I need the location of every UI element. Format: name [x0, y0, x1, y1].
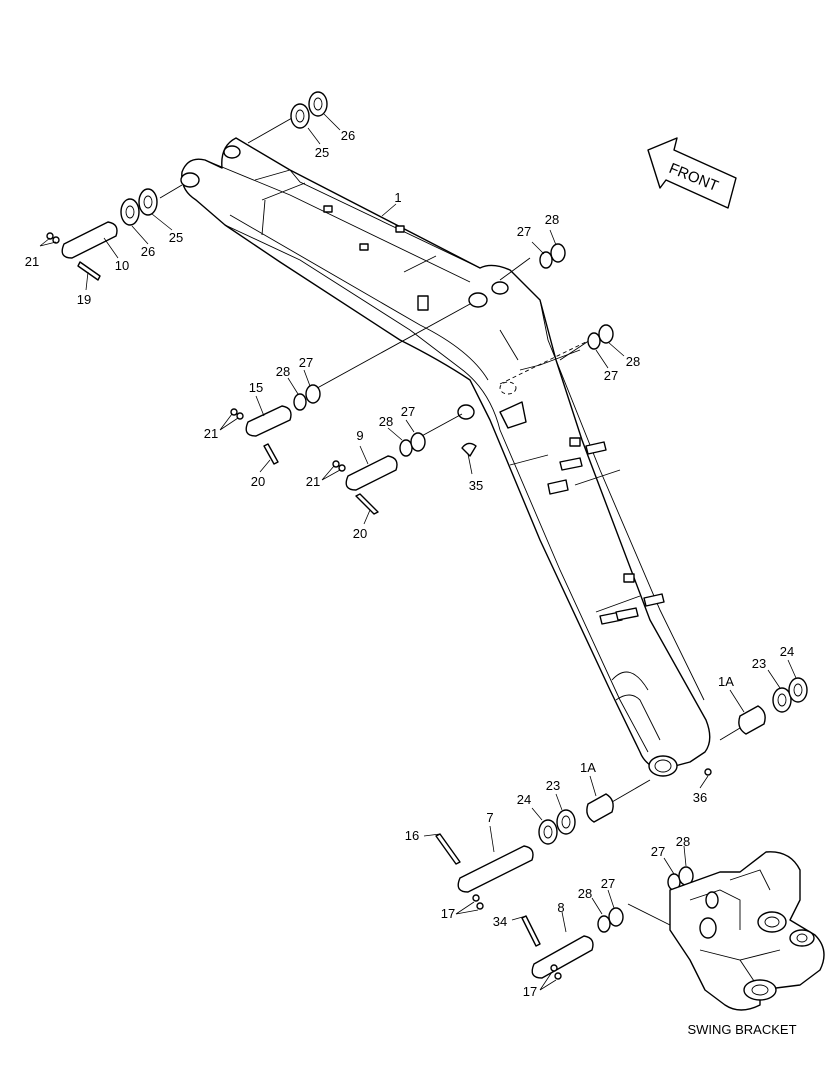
- leader-lines: [39, 113, 797, 991]
- callout-21: 21: [306, 474, 320, 489]
- callout-10: 10: [115, 258, 129, 273]
- callout-9: 9: [356, 428, 363, 443]
- callout-21: 21: [204, 426, 218, 441]
- callout-28: 28: [379, 414, 393, 429]
- callout-1A: 1A: [718, 674, 734, 689]
- callout-24: 24: [517, 792, 531, 807]
- callout-24: 24: [780, 644, 794, 659]
- callout-28: 28: [626, 354, 640, 369]
- callout-20: 20: [251, 474, 265, 489]
- callout-28: 28: [545, 212, 559, 227]
- callout-1: 1: [394, 190, 401, 205]
- callout-16: 16: [405, 828, 419, 843]
- callout-27: 27: [604, 368, 618, 383]
- callout-27: 27: [601, 876, 615, 891]
- callout-1A: 1A: [580, 760, 596, 775]
- callout-21: 21: [25, 254, 39, 269]
- hardware: [46, 91, 808, 980]
- callout-25: 25: [169, 230, 183, 245]
- callout-34: 34: [493, 914, 507, 929]
- callout-27: 27: [401, 404, 415, 419]
- callout-25: 25: [315, 145, 329, 160]
- callout-26: 26: [341, 128, 355, 143]
- swing-bracket-label: SWING BRACKET: [687, 1022, 796, 1037]
- callout-27: 27: [299, 355, 313, 370]
- callout-23: 23: [546, 778, 560, 793]
- callout-27: 27: [517, 224, 531, 239]
- callout-28: 28: [578, 886, 592, 901]
- callout-19: 19: [77, 292, 91, 307]
- callout-26: 26: [141, 244, 155, 259]
- callout-23: 23: [752, 656, 766, 671]
- callout-20: 20: [353, 526, 367, 541]
- callout-15: 15: [249, 380, 263, 395]
- callout-27: 27: [651, 844, 665, 859]
- callout-7: 7: [486, 810, 493, 825]
- callout-28: 28: [676, 834, 690, 849]
- callout-17: 17: [523, 984, 537, 999]
- boom: [180, 137, 711, 777]
- callout-labels: 1 25 26 21 10 26 25 19 27 28 28 27 15 28…: [25, 128, 794, 999]
- callout-35: 35: [469, 478, 483, 493]
- swing-bracket: SWING BRACKET: [669, 851, 825, 1037]
- front-arrow: FRONT: [647, 137, 737, 209]
- callout-17: 17: [441, 906, 455, 921]
- callout-8: 8: [557, 900, 564, 915]
- callout-28: 28: [276, 364, 290, 379]
- callout-36: 36: [693, 790, 707, 805]
